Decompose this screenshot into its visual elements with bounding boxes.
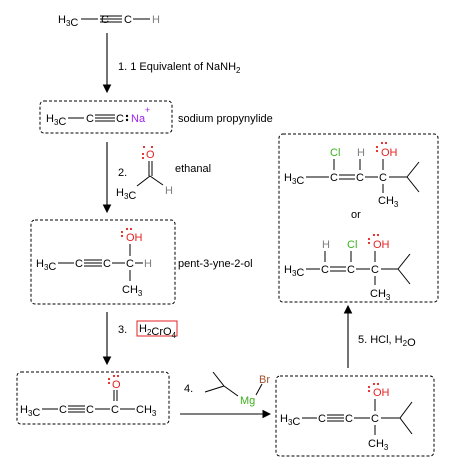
bromine-label: Br	[259, 374, 270, 386]
propynylide-box	[39, 100, 173, 134]
sodium-charge: +	[145, 105, 150, 115]
step5-label: 5. HCl, H2O	[358, 334, 416, 349]
or-text: or	[351, 209, 361, 221]
step2-number: 2.	[118, 167, 127, 179]
product-b-oh: OH	[373, 239, 390, 251]
svg-text:C: C	[86, 113, 94, 125]
ethanal-name: ethanal	[175, 163, 211, 175]
product-b-structure: H3C C C C H Cl OH CH3	[284, 233, 411, 302]
svg-text:C: C	[379, 172, 387, 184]
svg-text:C: C	[321, 264, 329, 276]
svg-text:C: C	[347, 264, 355, 276]
svg-text:C: C	[126, 258, 134, 270]
product-b-ch3: CH3	[370, 288, 391, 302]
product-a-structure: H3C C C C Cl H OH CH3	[284, 141, 420, 209]
svg-text:C: C	[111, 404, 119, 416]
svg-text:C: C	[59, 404, 67, 416]
alcohol2-structure: H3C C C C OH CH3	[280, 382, 413, 452]
alcohol2-box	[275, 375, 435, 457]
propynylide-h3c: H3C	[46, 113, 66, 128]
svg-text:C: C	[356, 172, 364, 184]
alcohol1-box	[30, 219, 176, 305]
ethanal-h: H	[165, 185, 173, 197]
ketone-h3c: H3C	[20, 404, 40, 419]
svg-text:C: C	[103, 258, 111, 270]
alcohol1-h: H	[144, 258, 152, 270]
svg-text:C: C	[124, 14, 132, 26]
product-b-h: H	[322, 239, 330, 251]
svg-text:C: C	[371, 413, 379, 425]
alcohol1-structure: H3C C C C H OH CH3	[36, 227, 152, 298]
svg-text:C: C	[116, 113, 124, 125]
alcohol1-oh: OH	[126, 232, 143, 244]
ketone-oxygen: O	[112, 379, 121, 391]
product-a-cl: Cl	[330, 147, 340, 159]
propynylide-structure: H3C C C Na +	[46, 105, 150, 128]
product-b-h3c: H3C	[284, 264, 304, 279]
step1-label: 1. 1 Equivalent of NaNH2	[118, 61, 241, 75]
svg-text:C: C	[75, 258, 83, 270]
ethanal-structure: O H3C H	[116, 145, 173, 202]
propyne-structure: H3C C H C	[58, 14, 160, 29]
svg-text:C: C	[318, 413, 326, 425]
alcohol2-oh: OH	[373, 387, 390, 399]
ketone-ch3: CH3	[136, 404, 157, 418]
ethanal-h3c: H3C	[116, 187, 136, 202]
svg-text:C: C	[330, 172, 338, 184]
propyne-h3c: H3C	[58, 14, 78, 29]
step3-number: 3.	[118, 324, 127, 336]
sodium-label: Na	[131, 113, 146, 125]
reagent-box	[136, 320, 178, 337]
step3-reagent: H2CrO4	[139, 323, 177, 340]
product-a-ch3: CH3	[378, 195, 399, 209]
alcohol1-ch3: CH3	[122, 284, 143, 298]
product-a-oh: OH	[381, 147, 398, 159]
ketone-box	[16, 371, 170, 425]
products-box	[278, 133, 439, 303]
ketone-structure: H3C C C C CH3 O	[20, 374, 157, 419]
alcohol2-ch3: CH3	[368, 438, 389, 452]
svg-text:C: C	[371, 264, 379, 276]
grignard-structure: Mg Br	[204, 371, 270, 407]
svg-text:C: C	[345, 413, 353, 425]
svg-text:C: C	[86, 404, 94, 416]
propyne-h: H	[152, 14, 160, 26]
alcohol2-h3c: H3C	[280, 413, 300, 428]
product-a-h3c: H3C	[284, 172, 304, 187]
alcohol1-h3c: H3C	[36, 258, 56, 273]
step4-number: 4.	[184, 383, 193, 395]
product-a-h: H	[357, 147, 365, 159]
propynylide-name: sodium propynylide	[178, 113, 273, 125]
alcohol1-name: pent-3-yne-2-ol	[178, 258, 253, 270]
product-b-cl: Cl	[347, 239, 357, 251]
svg-text:C: C	[101, 14, 109, 26]
magnesium-label: Mg	[240, 395, 255, 407]
ethanal-oxygen: O	[146, 149, 155, 161]
